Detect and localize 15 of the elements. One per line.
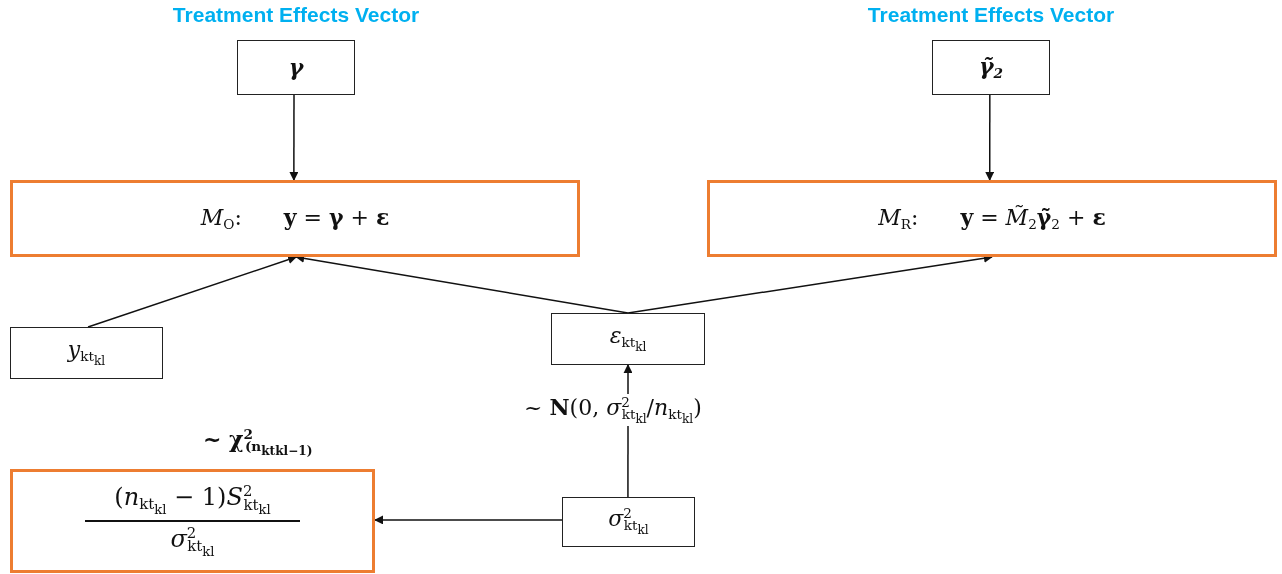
model-box (10, 180, 580, 257)
arrow (289, 94, 299, 181)
formula: γ (288, 53, 304, 82)
arrow (87, 255, 297, 328)
heading: Treatment Effects Vector (867, 3, 1115, 27)
formula: M$_{R}$: y = M̃$_{2}$γ̃$_{2}$ + ε (878, 203, 1106, 234)
model-box (707, 180, 1277, 257)
arrow (374, 515, 563, 525)
heading: Treatment Effects Vector (172, 3, 420, 27)
variable-box (10, 327, 163, 379)
formula: M$_{O}$: y = γ + ε (200, 203, 390, 234)
variable-box (551, 313, 705, 365)
formula: γ̃$_{2}$ (979, 52, 1003, 83)
variable-box (562, 497, 695, 547)
arrow (985, 94, 995, 181)
